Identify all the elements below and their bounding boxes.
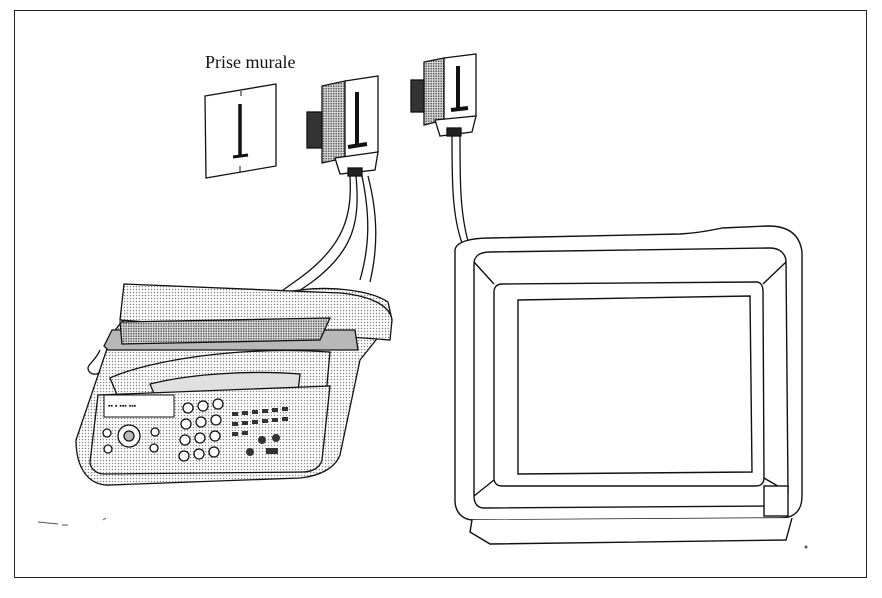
svg-text:▪▪ ▪ ▪▪▪ ▪▪▪: ▪▪ ▪ ▪▪▪ ▪▪▪ — [108, 403, 137, 410]
keypad — [178, 398, 224, 462]
phone-plug-right — [410, 53, 477, 137]
monitor — [454, 225, 803, 545]
fax-machine: ▪▪ ▪ ▪▪▪ ▪▪▪ — [75, 283, 393, 486]
function-keys — [232, 407, 288, 456]
phone-plug-adapter — [306, 75, 379, 177]
wall-socket — [204, 83, 277, 179]
figure-frame — [14, 10, 867, 578]
scan-marks — [37, 517, 808, 549]
wall-socket-label: Prise murale — [205, 52, 296, 72]
